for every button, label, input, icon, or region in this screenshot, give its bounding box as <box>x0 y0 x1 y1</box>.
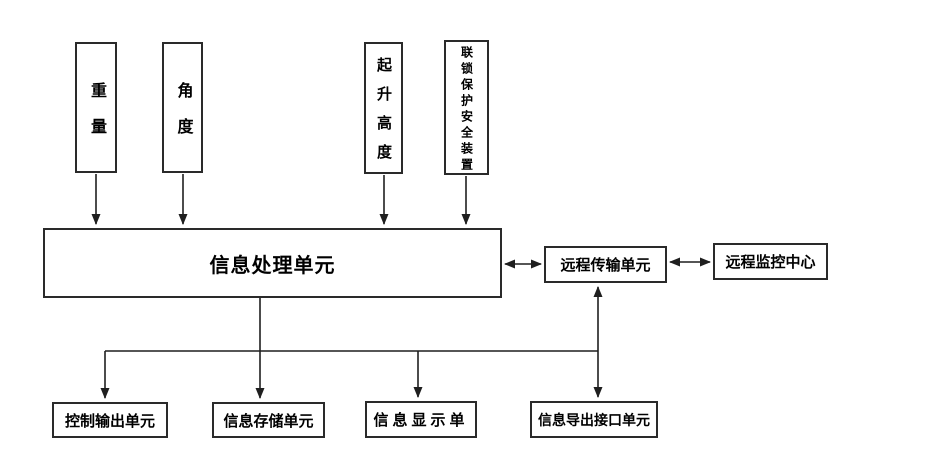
remote-transmission-label: 远程传输单元 <box>560 257 651 274</box>
sensor-box-interlock-safety: 联锁保护安全装置 <box>444 40 489 175</box>
output-box-export-interface: 信息导出接口单元 <box>530 401 658 438</box>
processor-label: 信息处理单元 <box>209 254 336 277</box>
sensor-label-angle: 角度 <box>174 81 192 154</box>
output-label-display: 信息显示单 <box>373 412 469 429</box>
sensor-label-hoist-height: 起升高度 <box>375 57 392 173</box>
output-box-storage: 信息存储单元 <box>212 402 325 438</box>
sensor-label-weight: 重量 <box>88 81 105 154</box>
sensor-box-hoist-height: 起升高度 <box>364 42 403 174</box>
output-box-control: 控制输出单元 <box>52 402 168 438</box>
sensor-box-weight: 重量 <box>75 42 117 173</box>
output-box-display: 信息显示单 <box>365 401 477 438</box>
output-label-storage: 信息存储单元 <box>223 412 314 430</box>
remote-monitoring-label: 远程监控中心 <box>725 254 816 271</box>
remote-transmission-box: 远程传输单元 <box>544 246 667 283</box>
output-label-export-interface: 信息导出接口单元 <box>538 411 650 428</box>
remote-monitoring-box: 远程监控中心 <box>713 243 828 280</box>
output-label-control: 控制输出单元 <box>64 412 155 430</box>
sensor-box-angle: 角度 <box>162 42 203 173</box>
sensor-label-interlock-safety: 联锁保护安全装置 <box>459 45 474 174</box>
processor-box: 信息处理单元 <box>43 228 502 298</box>
